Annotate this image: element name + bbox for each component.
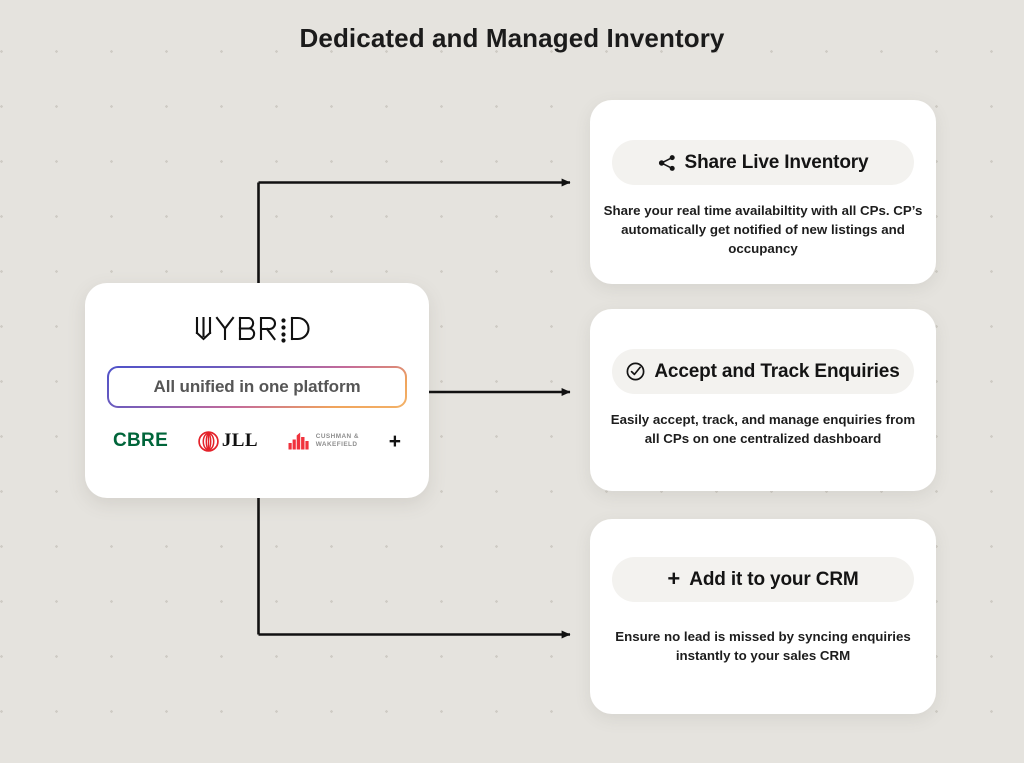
wybrid-logo — [194, 315, 320, 345]
feature-title: Add it to your CRM — [689, 568, 859, 590]
unified-platform-label: All unified in one platform — [153, 377, 361, 396]
cbre-logo[interactable]: CBRE — [113, 430, 169, 451]
feature-title: Accept and Track Enquiries — [654, 360, 900, 382]
unified-platform-pill[interactable]: All unified in one platform — [107, 366, 407, 408]
wybrid-logo-mark — [195, 316, 310, 343]
feature-card-add-it-to-your-crm[interactable]: + Add it to your CRM Ensure no lead is m… — [590, 519, 936, 714]
cw-line-1: CUSHMAN & — [315, 432, 359, 440]
cushman-wakefield-logo-text: CUSHMAN & WAKEFIELD — [316, 433, 359, 450]
feature-description: Ensure no lead is missed by syncing enqu… — [615, 629, 911, 663]
feature-card-share-live-inventory[interactable]: Share Live Inventory Share your real tim… — [590, 100, 936, 284]
more-partners-plus-icon[interactable]: + — [388, 429, 401, 453]
partner-logos-row: CBRE JLL CUSHMAN & — [85, 430, 429, 452]
feature-pill-accept-and-track-enquiries[interactable]: Accept and Track Enquiries — [612, 349, 914, 394]
share-icon — [658, 154, 676, 172]
feature-card-accept-and-track-enquiries[interactable]: Accept and Track Enquiries Easily accept… — [590, 309, 936, 491]
cw-line-2: WAKEFIELD — [315, 441, 358, 448]
jll-logo-text: JLL — [221, 430, 258, 451]
platform-card[interactable]: All unified in one platform CBRE JLL — [85, 283, 429, 498]
jll-logo[interactable]: JLL — [198, 430, 258, 452]
cushman-wakefield-logo[interactable]: CUSHMAN & WAKEFIELD — [288, 432, 359, 450]
feature-description: Share your real time availabiltity with … — [603, 203, 923, 256]
feature-pill-share-live-inventory[interactable]: Share Live Inventory — [612, 140, 914, 185]
unified-platform-pill-inner: All unified in one platform — [109, 368, 405, 406]
plus-icon: + — [667, 565, 681, 591]
feature-description: Easily accept, track, and manage enquiri… — [610, 412, 916, 446]
check-circle-icon — [626, 362, 645, 381]
feature-title: Share Live Inventory — [684, 151, 869, 173]
cushman-wakefield-mark-icon — [288, 432, 309, 450]
feature-pill-add-it-to-your-crm[interactable]: + Add it to your CRM — [612, 557, 914, 602]
jll-mark-icon — [198, 430, 219, 452]
page-title: Dedicated and Managed Inventory — [299, 23, 725, 53]
